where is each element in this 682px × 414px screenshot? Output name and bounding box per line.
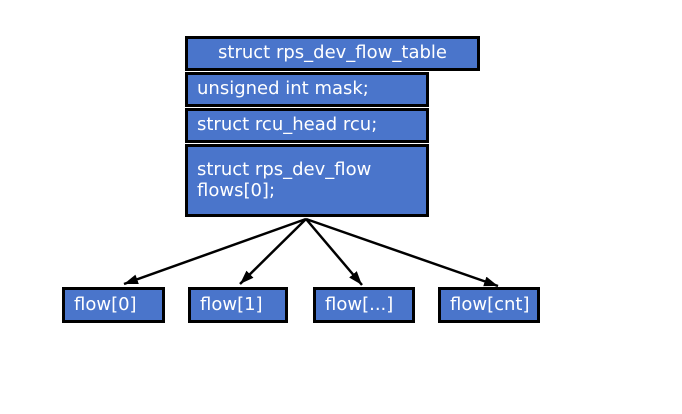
flow-cnt-box: flow[cnt] xyxy=(438,287,540,323)
arrow-to-flow-1 xyxy=(239,218,307,285)
flow-1-label: flow[1] xyxy=(200,293,263,315)
flow-cnt-label: flow[cnt] xyxy=(450,293,530,315)
flow-0-label: flow[0] xyxy=(74,293,137,315)
flow-0-box: flow[0] xyxy=(62,287,165,323)
struct-field-flows-label: struct rps_dev_flow flows[0]; xyxy=(197,158,372,201)
struct-table-header-box: struct rps_dev_flow_table xyxy=(185,36,480,71)
struct-field-flows-box: struct rps_dev_flow flows[0]; xyxy=(185,144,429,217)
struct-field-rcu-box: struct rcu_head rcu; xyxy=(185,108,429,143)
flow-1-box: flow[1] xyxy=(188,287,288,323)
struct-field-mask-label: unsigned int mask; xyxy=(197,78,369,100)
struct-table-header-label: struct rps_dev_flow_table xyxy=(218,42,447,64)
struct-field-mask-box: unsigned int mask; xyxy=(185,72,429,107)
arrow-to-flow-cnt xyxy=(305,217,499,288)
struct-field-rcu-label: struct rcu_head rcu; xyxy=(197,114,378,136)
arrow-to-flow-0 xyxy=(123,217,307,286)
flow-ellipsis-label: flow[...] xyxy=(325,293,394,315)
flow-ellipsis-box: flow[...] xyxy=(313,287,415,323)
arrow-to-flow-dots xyxy=(305,218,363,286)
